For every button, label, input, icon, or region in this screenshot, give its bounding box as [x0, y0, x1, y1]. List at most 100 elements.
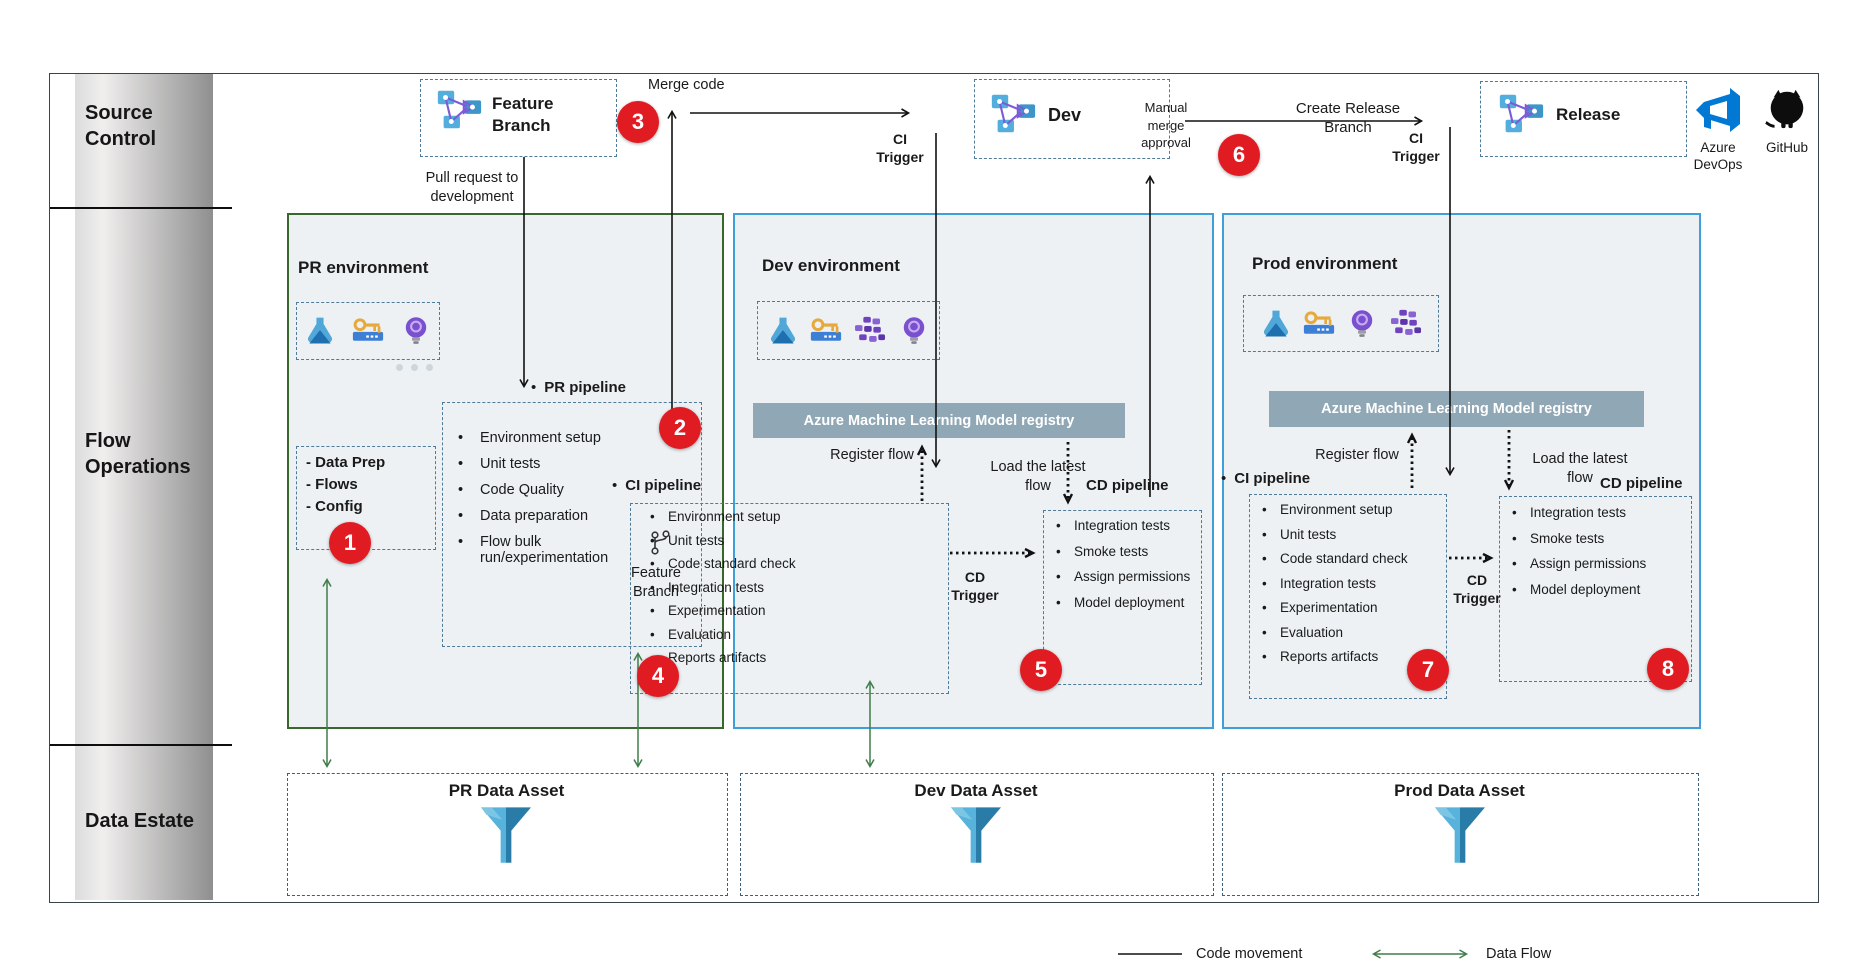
lane-data-estate: Data Estate: [85, 810, 194, 832]
prod-model-registry-banner: Azure Machine Learning Model registry: [1269, 391, 1644, 427]
ci-item: Experimentation: [1260, 600, 1440, 615]
step-badge-2: 2: [659, 407, 701, 449]
dev-environment-title: Dev environment: [762, 256, 900, 275]
cd-item: Integration tests: [1510, 505, 1682, 520]
pipeline-item: Flow bulk run/experimentation: [456, 534, 638, 566]
release-branch-label: Release: [1556, 105, 1621, 124]
pipeline-item: Data preparation: [456, 508, 638, 524]
prod-environment-title: Prod environment: [1252, 254, 1398, 273]
data-asset-funnel-icon: [1435, 806, 1485, 866]
ci-trigger-label-dev: CI Trigger: [876, 131, 924, 165]
ci-item: Code standard check: [648, 556, 868, 571]
merge-code-label: Merge code: [648, 77, 725, 93]
key-vault-icon: [810, 315, 842, 347]
dev-cd-trigger-label: CD Trigger: [951, 569, 999, 603]
github-label: GitHub: [1765, 140, 1809, 155]
dev-ci-pipeline-box: [630, 503, 949, 694]
create-release-branch-label: Create Release Branch: [1295, 100, 1401, 136]
pr-data-asset-box: [287, 773, 728, 896]
pr-data-asset-label: PR Data Asset: [448, 781, 565, 800]
pr-pipeline-box: [442, 402, 702, 647]
artifact-item: - Data Prep: [306, 454, 386, 471]
cd-item: Model deployment: [1510, 582, 1682, 597]
prod-ci-pipeline-box: [1249, 494, 1447, 699]
key-vault-icon: [1303, 308, 1335, 340]
dev-cd-pipeline-label: CD pipeline: [1086, 477, 1169, 494]
lightbulb-icon: [400, 315, 432, 347]
pr-services-box: [296, 302, 440, 360]
artifact-item: - Config: [306, 498, 363, 515]
dev-services-box: [757, 301, 940, 360]
ci-trigger-label-release: CI Trigger: [1392, 130, 1440, 164]
lane-separator-top: [50, 207, 232, 209]
branch-icon: [988, 94, 1038, 134]
lightbulb-icon: [1346, 308, 1378, 340]
ci-item: Evaluation: [1260, 625, 1440, 640]
github-icon: [1764, 86, 1810, 132]
dev-register-flow-label: Register flow: [830, 447, 914, 463]
prod-ci-pipeline-label: CI pipeline: [1221, 470, 1310, 487]
prod-register-flow-label: Register flow: [1315, 447, 1399, 463]
feature-branch-label: Feature Branch: [492, 94, 554, 135]
cd-item: Smoke tests: [1510, 531, 1682, 546]
data-asset-funnel-icon: [481, 806, 531, 866]
branch-icon: [1496, 94, 1546, 134]
lane-flow-operations: Flow Operations: [85, 430, 191, 478]
prod-cd-pipeline-box: [1499, 496, 1692, 682]
prod-ci-items: Environment setup Unit tests Code standa…: [1260, 502, 1440, 664]
dev-environment-box: [733, 213, 1214, 729]
release-branch-box: [1480, 81, 1687, 157]
diagram-frame: [49, 73, 1819, 903]
legend-data-flow: Data Flow: [1486, 946, 1552, 962]
cd-item: Model deployment: [1054, 595, 1194, 610]
ci-item: Code standard check: [1260, 551, 1440, 566]
azure-devops-label: Azure DevOps: [1693, 140, 1743, 172]
prod-cd-items: Integration tests Smoke tests Assign per…: [1510, 505, 1682, 597]
step-badge-8: 8: [1647, 648, 1689, 690]
pr-pipeline-items: Environment setup Unit tests Code Qualit…: [456, 430, 638, 566]
batch-grid-icon: [853, 316, 887, 346]
pr-environment-title: PR environment: [298, 258, 429, 277]
lane-separator-bottom: [50, 744, 232, 746]
pipeline-item: Environment setup: [456, 430, 638, 446]
ci-item: Integration tests: [1260, 576, 1440, 591]
aml-workspace-icon: [304, 315, 336, 347]
data-asset-funnel-icon: [951, 806, 1001, 866]
legend-code-movement: Code movement: [1196, 946, 1303, 962]
pipeline-item: Unit tests: [456, 456, 638, 472]
step-badge-6: 6: [1218, 134, 1260, 176]
azure-devops-icon: [1694, 86, 1742, 134]
ellipsis-dots: [396, 364, 433, 371]
dev-ci-pipeline-label: CI pipeline: [612, 477, 701, 494]
batch-grid-icon: [1389, 309, 1423, 339]
dev-cd-items: Integration tests Smoke tests Assign per…: [1054, 518, 1194, 610]
prod-cd-pipeline-label: CD pipeline: [1600, 475, 1683, 492]
step-badge-7: 7: [1407, 649, 1449, 691]
branch-icon: [434, 90, 484, 130]
ci-item: Unit tests: [1260, 527, 1440, 542]
key-vault-icon: [352, 315, 384, 347]
prod-load-latest-label: Load the latest flow: [1532, 451, 1628, 486]
ci-item: Reports artifacts: [1260, 649, 1440, 664]
lane-source-control: Source Control: [85, 102, 157, 150]
aml-workspace-icon: [1260, 308, 1292, 340]
ci-item: Environment setup: [1260, 502, 1440, 517]
ci-item: Integration tests: [648, 580, 868, 595]
lightbulb-icon: [898, 315, 930, 347]
dev-branch-label: Dev: [1048, 105, 1082, 125]
dev-cd-pipeline-box: [1043, 510, 1202, 685]
step-badge-1: 1: [329, 522, 371, 564]
prod-services-box: [1243, 295, 1439, 352]
ci-item: Reports artifacts: [648, 650, 868, 665]
ci-item: Environment setup: [648, 509, 868, 524]
dev-model-registry-banner: Azure Machine Learning Model registry: [753, 403, 1125, 438]
pipeline-item: Code Quality: [456, 482, 638, 498]
lane-column: [75, 74, 213, 900]
cd-item: Assign permissions: [1510, 556, 1682, 571]
ci-item: Experimentation: [648, 603, 868, 618]
step-badge-4: 4: [637, 655, 679, 697]
ci-item: Unit tests: [648, 533, 868, 548]
aml-workspace-icon: [767, 315, 799, 347]
cd-item: Assign permissions: [1054, 569, 1194, 584]
